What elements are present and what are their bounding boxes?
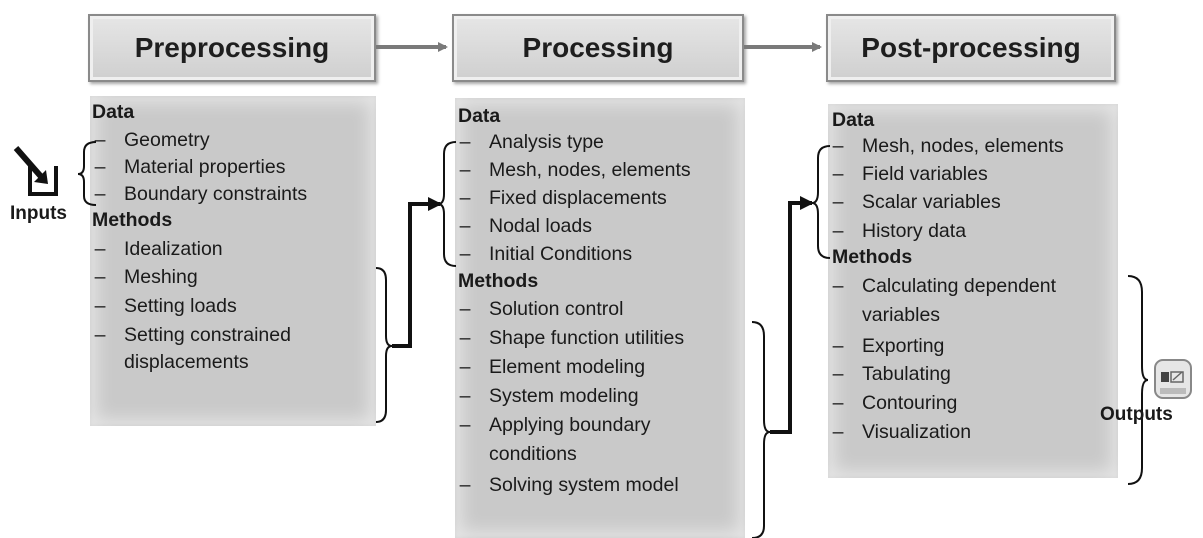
dash-bullet: –	[832, 335, 844, 357]
dash-bullet: –	[94, 238, 106, 260]
item-label: Exporting	[862, 335, 945, 357]
item-label: variables	[862, 304, 941, 326]
item-label: Scalar variables	[862, 191, 1001, 213]
item-label: Solution control	[489, 298, 624, 320]
data-heading: Data	[458, 105, 501, 127]
input-brace	[77, 141, 97, 206]
item-label: Calculating dependent	[862, 275, 1057, 297]
item-label: System modeling	[489, 385, 639, 407]
item-label: Shape function utilities	[489, 327, 685, 349]
dash-bullet: –	[832, 135, 844, 157]
dash-bullet: –	[459, 474, 471, 496]
dash-bullet: –	[832, 191, 844, 213]
item-label: Nodal loads	[489, 215, 592, 237]
outputs-icon	[1154, 359, 1192, 399]
dash-bullet: –	[459, 327, 471, 349]
item-label: Element modeling	[489, 356, 646, 378]
postprocessing-data-brace	[811, 145, 831, 259]
output-brace	[1127, 275, 1149, 485]
item-label: Applying boundary	[489, 414, 651, 436]
item-label: Material properties	[124, 156, 286, 178]
item-label: Idealization	[124, 238, 223, 260]
item-label: Tabulating	[862, 363, 951, 385]
item-label: Mesh, nodes, elements	[489, 159, 691, 181]
item-label: History data	[862, 220, 967, 242]
panel-processing: Data –Analysis type –Mesh, nodes, elemen…	[455, 98, 745, 538]
dash-bullet: –	[832, 163, 844, 185]
dash-bullet: –	[459, 159, 471, 181]
outputs-label: Outputs	[1100, 404, 1173, 425]
item-label: Fixed displacements	[489, 187, 667, 209]
item-label: displacements	[124, 351, 249, 373]
inputs-icon	[13, 146, 58, 196]
dash-bullet: –	[832, 392, 844, 414]
dash-bullet: –	[459, 243, 471, 265]
dash-bullet: –	[94, 183, 106, 205]
preprocessing-methods-brace	[375, 267, 393, 423]
stage-title-preprocessing: Preprocessing	[134, 32, 330, 63]
item-label: Setting loads	[124, 295, 237, 317]
dash-bullet: –	[459, 187, 471, 209]
stage-header-postprocessing: Post-processing	[826, 14, 1116, 82]
data-heading: Data	[832, 109, 875, 131]
panel-preprocessing: Data –Geometry –Material properties –Bou…	[90, 96, 376, 426]
dash-bullet: –	[94, 324, 106, 346]
stage-header-processing: Processing	[452, 14, 744, 82]
processing-methods-brace	[751, 321, 771, 538]
item-label: Mesh, nodes, elements	[862, 135, 1064, 157]
dash-bullet: –	[459, 414, 471, 436]
dash-bullet: –	[94, 129, 106, 151]
dash-bullet: –	[459, 298, 471, 320]
methods-heading: Methods	[832, 246, 913, 268]
inputs-label: Inputs	[10, 203, 67, 224]
item-label: Setting constrained	[124, 324, 291, 346]
item-label: Solving system model	[489, 474, 679, 496]
dash-bullet: –	[459, 356, 471, 378]
dash-bullet: –	[459, 385, 471, 407]
item-label: Meshing	[124, 266, 198, 288]
stage-title-postprocessing: Post-processing	[861, 32, 1081, 63]
item-label: Analysis type	[489, 131, 604, 153]
connector-processing-to-post	[770, 196, 814, 434]
dash-bullet: –	[832, 421, 844, 443]
data-heading: Data	[92, 101, 135, 123]
item-label: conditions	[489, 443, 577, 465]
methods-heading: Methods	[458, 270, 539, 292]
dash-bullet: –	[832, 363, 844, 385]
item-label: Contouring	[862, 392, 958, 414]
dash-bullet: –	[459, 131, 471, 153]
stage-header-preprocessing: Preprocessing	[88, 14, 376, 82]
item-label: Geometry	[124, 129, 210, 151]
methods-heading: Methods	[92, 209, 173, 231]
item-label: Visualization	[862, 421, 972, 443]
item-label: Field variables	[862, 163, 988, 185]
dash-bullet: –	[832, 220, 844, 242]
item-label: Boundary constraints	[124, 183, 308, 205]
dash-bullet: –	[459, 215, 471, 237]
processing-data-brace	[437, 141, 457, 267]
connector-pre-to-processing	[392, 197, 442, 348]
stage-title-processing: Processing	[522, 32, 674, 63]
dash-bullet: –	[94, 156, 106, 178]
dash-bullet: –	[94, 295, 106, 317]
dash-bullet: –	[832, 275, 844, 297]
panel-postprocessing: Data –Mesh, nodes, elements –Field varia…	[828, 104, 1118, 478]
item-label: Initial Conditions	[489, 243, 633, 265]
dash-bullet: –	[94, 266, 106, 288]
